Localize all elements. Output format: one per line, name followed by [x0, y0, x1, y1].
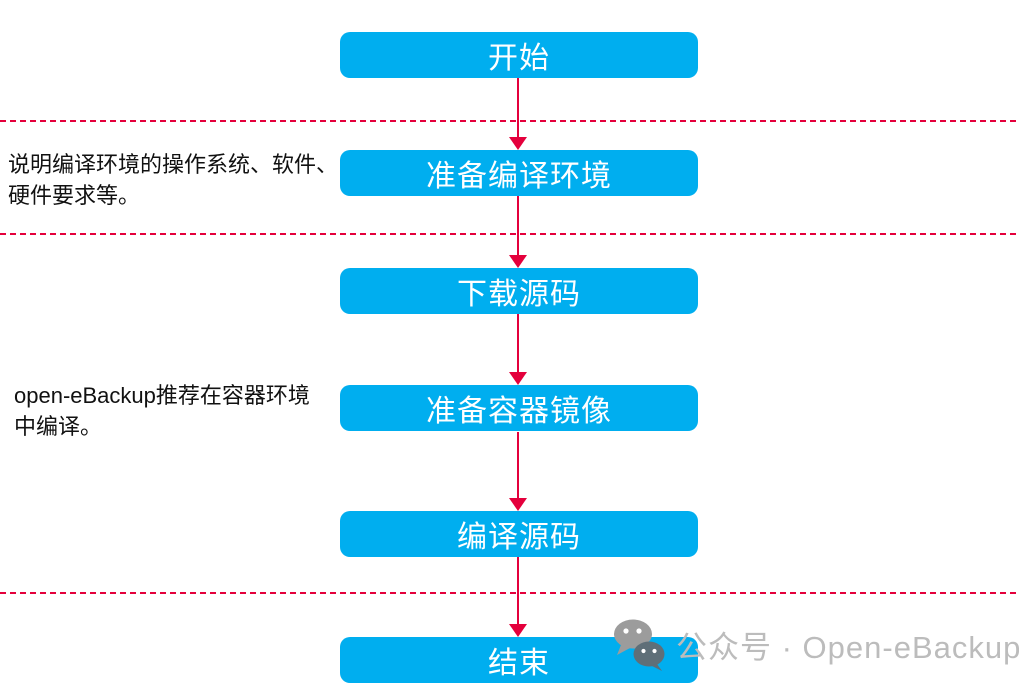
arrow-head-icon	[509, 498, 527, 511]
arrow-shaft	[517, 314, 519, 374]
flow-arrow-2	[509, 196, 527, 268]
flow-node-prepare-container-image: 准备容器镜像	[340, 385, 698, 431]
arrow-shaft	[517, 196, 519, 257]
watermark: 公众号 · Open-eBackup	[612, 616, 1019, 672]
annotation-container-recommendation: open-eBackup推荐在容器环境中编译。	[14, 383, 310, 439]
watermark-text: 公众号 · Open-eBackup	[676, 629, 1019, 665]
arrow-head-icon	[509, 255, 527, 268]
flow-arrow-3	[509, 314, 527, 385]
arrow-shaft	[517, 78, 519, 139]
arrow-shaft	[517, 557, 519, 626]
wechat-icon	[614, 619, 665, 671]
flow-arrow-4	[509, 432, 527, 511]
flow-node-compile-source: 编译源码	[340, 511, 698, 557]
phase-separator-line-1	[0, 120, 1019, 122]
phase-separator-line-3	[0, 592, 1019, 594]
annotation-env-requirements: 说明编译环境的操作系统、软件、硬件要求等。	[8, 152, 339, 208]
flow-node-prepare-build-env: 准备编译环境	[340, 150, 698, 196]
flow-arrow-1	[509, 78, 527, 150]
arrow-head-icon	[509, 372, 527, 385]
arrow-head-icon	[509, 137, 527, 150]
flow-node-download-source: 下载源码	[340, 268, 698, 314]
arrow-head-icon	[509, 624, 527, 637]
flow-node-start: 开始	[340, 32, 698, 78]
arrow-shaft	[517, 432, 519, 500]
phase-separator-line-2	[0, 233, 1019, 235]
flow-arrow-5	[509, 557, 527, 637]
